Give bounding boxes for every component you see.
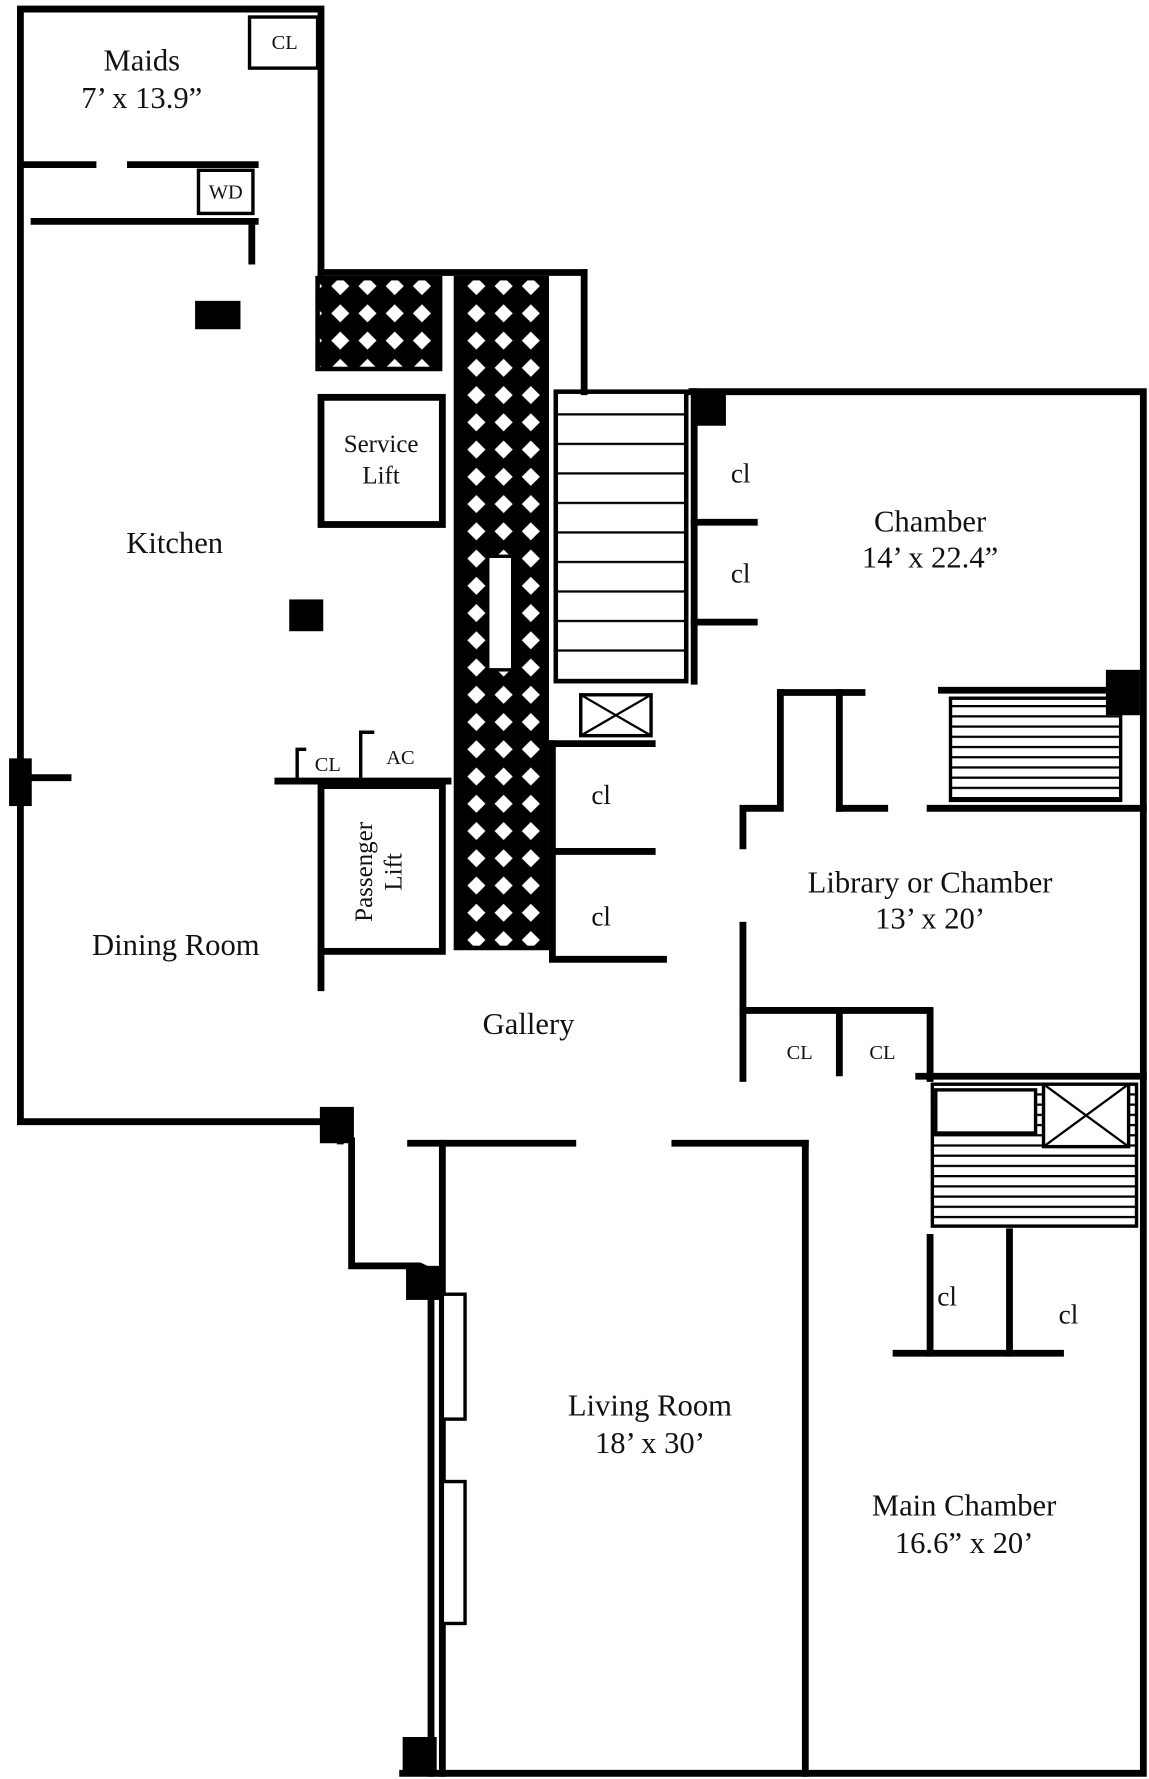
maids-size: 7’ x 13.9”	[81, 81, 202, 115]
library-closet-1-label: CL	[787, 1042, 813, 1064]
library-label: Library or Chamber	[808, 865, 1053, 899]
gallery-label: Gallery	[483, 1007, 575, 1041]
passenger-lift-label-2: Lift	[381, 853, 408, 891]
chamber-label: Chamber	[874, 504, 986, 538]
library-closet-2-label: CL	[869, 1042, 895, 1064]
chamber-size: 14’ x 22.4”	[862, 541, 998, 575]
passenger-lift-label-1: Passenger	[351, 821, 378, 922]
main-closet-1-label: cl	[937, 1282, 957, 1312]
kitchen-closet-label: CL	[315, 754, 341, 776]
library-size: 13’ x 20’	[875, 902, 985, 936]
service-lift-label-2: Lift	[362, 463, 399, 490]
kitchen-label: Kitchen	[126, 526, 223, 560]
gallery-closet-2-label: cl	[591, 901, 611, 931]
room-labels: Maids 7’ x 13.9” CL WD Service Lift Kitc…	[81, 32, 1078, 1560]
main-closet-2-label: cl	[1059, 1300, 1079, 1330]
main-chamber-label: Main Chamber	[872, 1489, 1056, 1523]
chamber-closet-2-label: cl	[731, 558, 751, 588]
dining-room-label: Dining Room	[92, 928, 260, 962]
maids-closet-label: CL	[272, 32, 298, 54]
washer-dryer-label: WD	[209, 182, 243, 204]
gallery-closet-1-label: cl	[591, 780, 611, 810]
walls	[9, 5, 1147, 1777]
living-room-label: Living Room	[568, 1389, 732, 1423]
ac-label: AC	[386, 747, 414, 769]
chamber-closet-1-label: cl	[731, 458, 751, 488]
maids-label: Maids	[104, 43, 181, 77]
main-chamber-size: 16.6” x 20’	[895, 1526, 1034, 1560]
service-lift-label-1: Service	[344, 431, 419, 458]
living-room-size: 18’ x 30’	[595, 1426, 705, 1460]
